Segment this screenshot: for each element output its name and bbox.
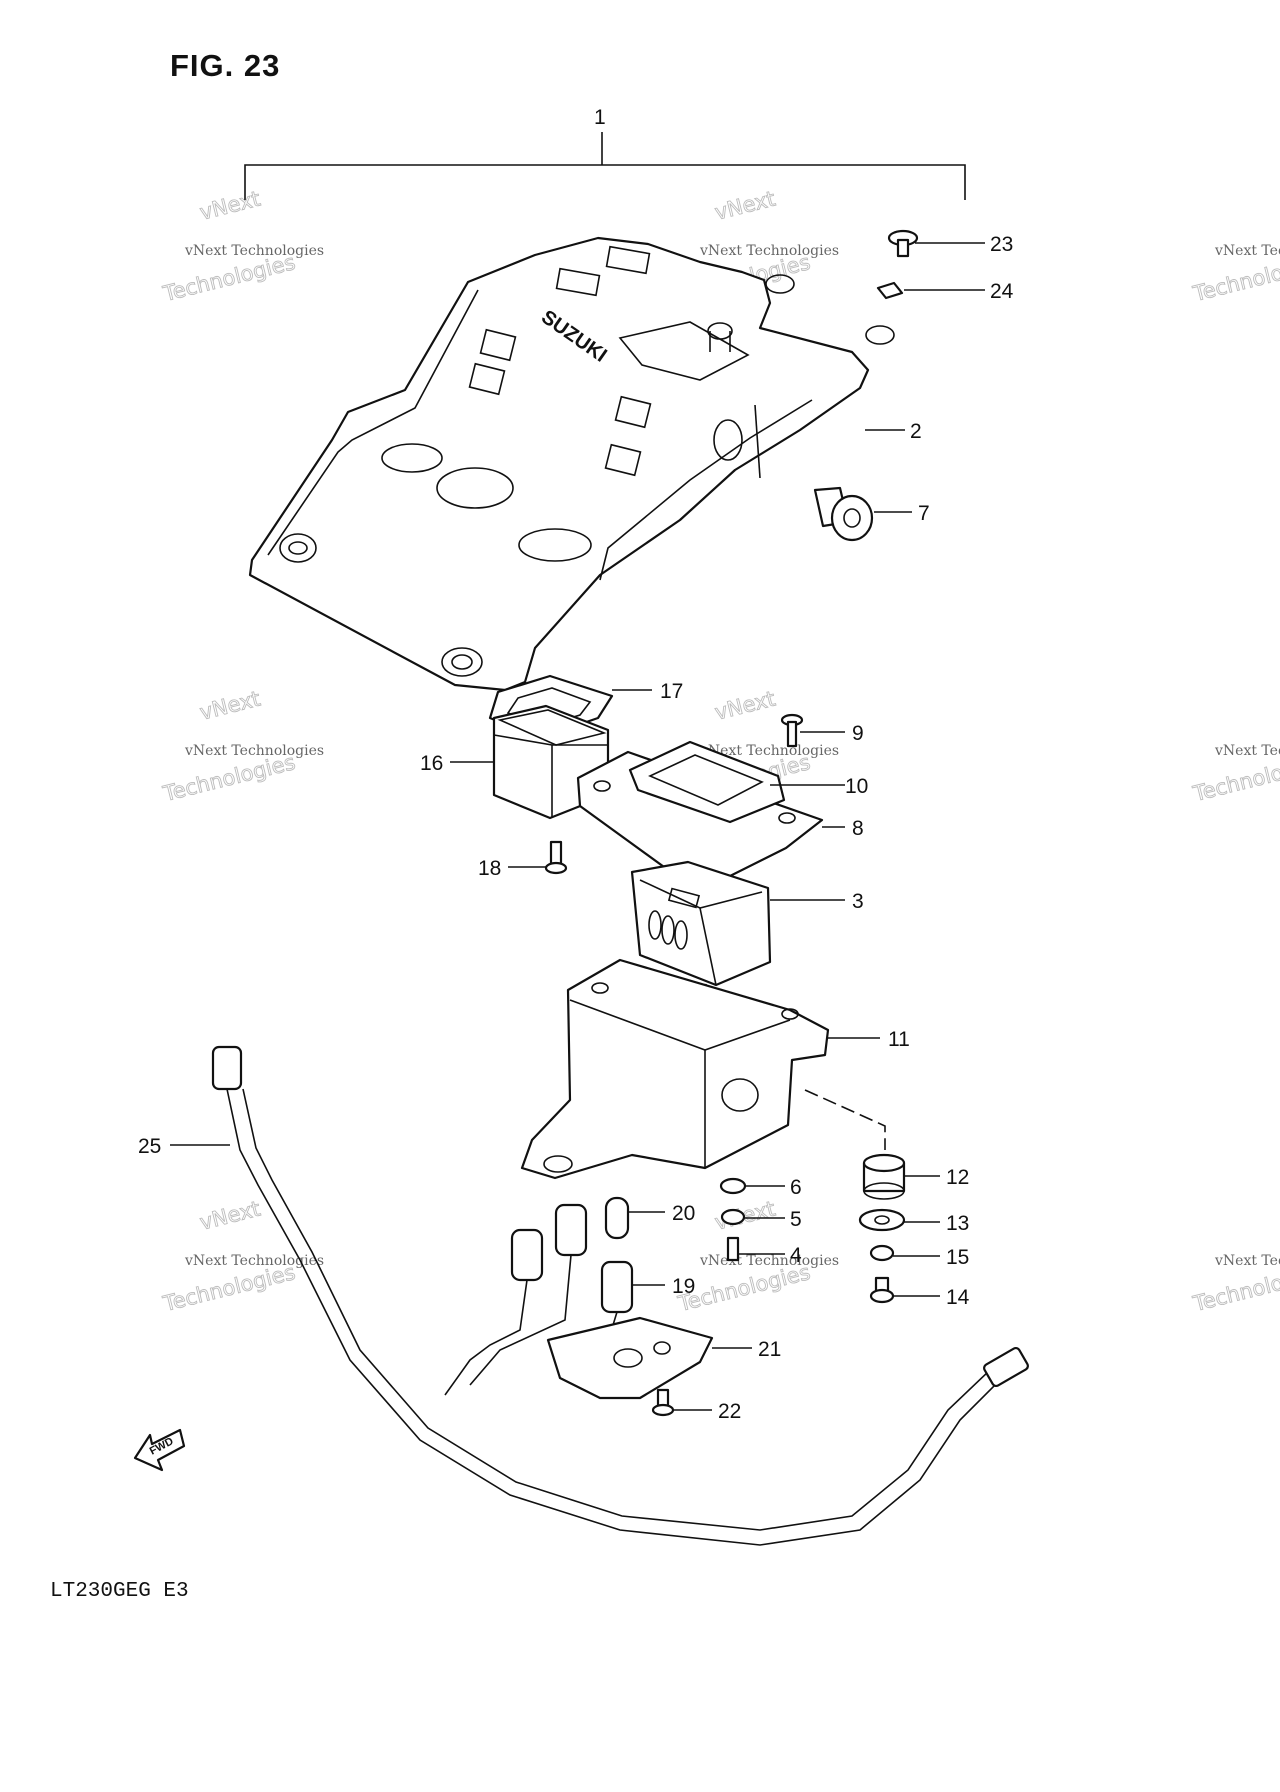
callout-18: 18 (478, 857, 501, 880)
callout-21: 21 (758, 1338, 781, 1361)
watermark-8: vNext Technologies Technologies (1190, 743, 1280, 807)
callout-16: 16 (420, 752, 443, 775)
watermark-text: vNext (197, 1197, 262, 1235)
callout-14: 14 (946, 1286, 970, 1309)
watermark-text: vNext Technologies (1214, 1253, 1280, 1269)
watermark-text: vNext Technologies (184, 743, 324, 759)
watermark-5: vNext vNext Technologies Technologies (160, 1196, 325, 1316)
callout-10: 10 (845, 775, 868, 798)
watermark-text: vNext (197, 687, 262, 725)
callout-19: 19 (672, 1275, 695, 1298)
callout-25: 25 (138, 1135, 161, 1158)
grommet-12 (862, 1153, 906, 1200)
washer-13 (858, 1208, 906, 1232)
watermark-text: vNext Technologies (1214, 243, 1280, 259)
stud-4 (726, 1236, 740, 1262)
callout-6: 6 (790, 1176, 802, 1199)
watermark-text: vNext (712, 687, 777, 725)
screw-9 (780, 713, 804, 748)
washer-6 (719, 1177, 747, 1195)
fwd-arrow: FWD (133, 1428, 186, 1472)
speedometer-cable-25 (211, 1045, 1029, 1546)
socket-holder-21 (546, 1316, 714, 1400)
nut-5 (720, 1208, 746, 1226)
meter-case-11 (520, 958, 830, 1180)
callout-17: 17 (660, 680, 683, 703)
meter-cover: SUZUKI (248, 236, 895, 692)
screw-14 (869, 1276, 895, 1304)
watermark-text: vNext Technologies (184, 243, 324, 259)
callout-24: 24 (990, 280, 1014, 303)
callout-22: 22 (718, 1400, 741, 1423)
callout-2: 2 (910, 420, 922, 443)
screw-18 (544, 840, 568, 875)
leader-lines (170, 242, 985, 1411)
callout-12: 12 (946, 1166, 969, 1189)
watermark-9: vNext Technologies Technologies (1190, 1253, 1280, 1317)
callout-5: 5 (790, 1208, 802, 1231)
callout-9: 9 (852, 722, 864, 745)
watermark-text: vNext Technologies (699, 743, 839, 759)
watermark-text: vNext (712, 187, 777, 225)
socket-harness-19 (444, 1203, 634, 1396)
watermark-6: vNext vNext Technologies Technologies (675, 1196, 840, 1316)
screw-22 (651, 1388, 675, 1417)
watermark-3: vNext vNext Technologies Technologies (160, 686, 325, 806)
watermark-text: vNext Technologies (1214, 743, 1280, 759)
knob (813, 486, 874, 542)
watermark-1: vNext vNext Technologies Technologies (160, 186, 325, 306)
callout-13: 13 (946, 1212, 969, 1235)
lid-8 (576, 740, 824, 890)
callout-15: 15 (946, 1246, 969, 1269)
bulb-20 (604, 1196, 630, 1240)
watermark-7: vNext Technologies Technologies (1190, 243, 1280, 307)
screw-23 (887, 229, 919, 258)
assembly-bracket (244, 132, 966, 200)
watermark-text: vNext Technologies (184, 1253, 324, 1269)
callout-23: 23 (990, 233, 1013, 256)
callout-3: 3 (852, 890, 864, 913)
watermark-text: vNext Technologies (699, 243, 839, 259)
watermark-text: vNext Technologies (699, 1253, 839, 1269)
callout-8: 8 (852, 817, 864, 840)
callout-1: 1 (594, 106, 606, 129)
callout-11: 11 (888, 1028, 910, 1051)
washer-15 (869, 1244, 895, 1262)
callout-20: 20 (672, 1202, 695, 1225)
model-code: LT230GEG E3 (50, 1580, 189, 1603)
washer-24 (876, 281, 904, 300)
figure-title: FIG. 23 (170, 48, 281, 83)
callout-7: 7 (918, 502, 930, 525)
watermark-text: vNext (197, 187, 262, 225)
callout-labels: 1 2 3 4 5 6 7 8 9 10 11 12 13 14 15 16 1… (138, 106, 1014, 1423)
callout-4: 4 (790, 1244, 802, 1267)
